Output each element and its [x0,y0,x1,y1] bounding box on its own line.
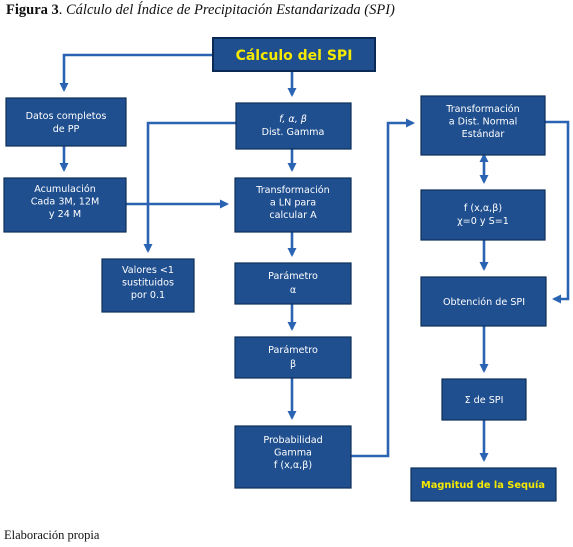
svg-text:Magnitud de la Sequía: Magnitud de la Sequía [421,479,545,491]
box-acumulacion-shape [3,177,127,233]
box-valores-line-1: Valores <1 [122,265,174,276]
box-valores-line-2: sustituidos [122,278,174,289]
box-suma-spi: Σ de SPI [441,378,527,421]
box-transln-line-3: calcular A [269,210,317,221]
box-parametro-beta-shape [234,336,352,379]
box-fab-gamma: f, α, β Dist. Gamma [235,102,352,150]
caption-separator: . [58,2,67,18]
arrow-fab-to-valores [143,121,236,253]
box-suma-spi-shape [441,378,527,421]
box-parametro-alfa: Parámetro α [234,262,352,305]
box-obtencion-spi: Obtención de SPI [420,276,547,327]
box-transformacion-normal-shape [420,95,546,156]
box-magnitud-line-1: Magnitud de la Sequía [421,479,545,491]
figure-caption: Figura 3. Cálculo del Índice de Precipit… [6,2,395,19]
svg-text:Obtención de SPI: Obtención de SPI [443,296,525,308]
box-fab-line-1: f, α, β [279,114,307,125]
box-probgamma-line-3: f (x,α,β) [274,460,312,471]
box-fab-gamma-shape [235,102,352,150]
box-fxab-line-1: f (x,α,β) [464,203,502,214]
box-sumaspi-line-1: Σ de SPI [465,395,504,406]
box-beta-line-1: Parámetro [268,344,318,356]
box-datos-line-1: Datos completos [26,111,107,122]
box-valores-shape [101,258,195,313]
box-datos-line-2: de PP [53,124,80,135]
box-beta-line-2: β [290,359,296,370]
box-magnitud-sequia: Magnitud de la Sequía [410,467,557,502]
box-transln-line-2: a LN para [270,198,316,209]
box-obtencion-line-1: Obtención de SPI [443,296,525,308]
box-calculo-spi-shape [212,37,376,72]
box-transln-line-1: Transformación [255,184,330,196]
box-acumulacion-line-3: y 24 M [49,209,81,220]
box-transnorm-line-2: a Dist. Normal [449,117,518,128]
box-datos-completos: Datos completos de PP [5,97,127,147]
box-probabilidad-gamma-shape [234,425,352,489]
box-acumulacion-line-2: Cada 3M, 12M [31,197,100,208]
figure-title: Cálculo del Índice de Precipitación Esta… [66,2,395,18]
box-valores-line-3: por 0.1 [131,290,165,301]
box-fab-line-2: Dist. Gamma [262,127,325,138]
box-acumulacion-line-1: Acumulación [34,183,96,195]
box-calculo-spi-line-1: Cálculo del SPI [236,48,353,64]
box-magnitud-sequia-shape [410,467,557,502]
box-parametro-beta: Parámetro β [234,336,352,379]
svg-text:f (x,α,β)χ=0 y S=1: f (x,α,β) χ=0 y S=1 [457,203,509,227]
box-calculo-spi: Cálculo del SPI [212,37,376,72]
svg-text:Σ de SPI: Σ de SPI [465,395,504,406]
box-fxab-normal-shape [420,189,546,241]
box-probgamma-line-2: Gamma [274,448,312,459]
box-datos-completos-shape [5,97,127,147]
box-transnorm-line-3: Estándar [462,128,505,140]
box-alfa-line-2: α [290,285,296,296]
arrow-title-to-datos [59,53,213,92]
box-transformacion-ln-shape [234,177,352,233]
box-fxab-line-2: χ=0 y S=1 [457,216,509,227]
source-note: Elaboración propia [4,528,100,542]
box-parametro-alfa-shape [234,262,352,305]
box-transnorm-line-1: Transformación [445,103,520,115]
box-fxab-normal: f (x,α,β) χ=0 y S=1 [420,189,546,241]
figure-label: Figura 3 [6,2,59,18]
arrow-transnorm-to-obtencion [545,120,570,304]
arrow-probgamma-to-transnorm [351,118,415,458]
svg-text:Cálculo del SPI: Cálculo del SPI [236,48,353,64]
box-alfa-line-1: Parámetro [268,270,318,282]
box-obtencion-spi-shape [420,276,547,327]
box-probgamma-line-1: Probabilidad [263,435,322,446]
